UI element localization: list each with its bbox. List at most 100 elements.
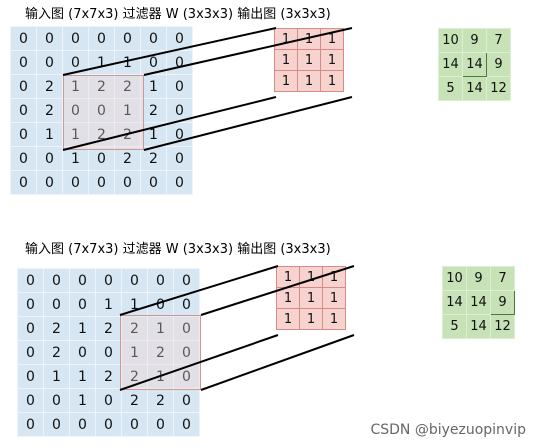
input-cell: 0 [121, 268, 148, 293]
input-cell: 0 [147, 412, 174, 437]
input-cell: 0 [10, 146, 37, 171]
watermark: CSDN @biyezuopinvip [370, 422, 526, 438]
input-cell: 0 [17, 388, 44, 413]
input-cell: 1 [121, 292, 148, 317]
output-cell: 14 [466, 314, 491, 339]
kernel-cell: 1 [274, 70, 298, 92]
kernel-cell: 1 [299, 266, 323, 288]
input-cell: 1 [69, 316, 96, 341]
input-cell: 0 [88, 26, 115, 51]
input-cell: 0 [10, 74, 37, 99]
kernel-cell: 1 [299, 308, 323, 330]
output-cell: 14 [462, 76, 487, 101]
input-cell: 0 [62, 26, 89, 51]
kernel-cell: 1 [276, 308, 300, 330]
output-cell: 7 [490, 266, 515, 291]
kernel-cell: 1 [320, 49, 344, 71]
kernel-cell: 1 [276, 287, 300, 309]
output-cell: 9 [486, 52, 511, 77]
output-cell: 12 [486, 76, 511, 101]
input-cell: 0 [69, 340, 96, 365]
kernel-cell: 1 [322, 308, 346, 330]
panel-1-header: 输入图 (7x7x3) 过滤器 W (3x3x3) 输出图 (3x3x3) [25, 7, 331, 22]
kernel-cell: 1 [276, 266, 300, 288]
input-cell: 0 [62, 50, 89, 75]
input-cell: 0 [17, 364, 44, 389]
input-cell: 0 [17, 292, 44, 317]
input-cell: 0 [10, 98, 37, 123]
input-cell: 2 [95, 316, 122, 341]
input-cell: 2 [95, 364, 122, 389]
input-cell: 2 [140, 98, 167, 123]
output-cell: 12 [490, 314, 515, 339]
input-cell: 0 [69, 292, 96, 317]
output-cell: 10 [438, 28, 463, 53]
panel-2-header: 输入图 (7x7x3) 过滤器 W (3x3x3) 输出图 (3x3x3) [25, 242, 331, 257]
input-cell: 1 [95, 292, 122, 317]
input-cell: 0 [140, 170, 167, 195]
kernel-cell: 1 [299, 287, 323, 309]
input-cell: 1 [62, 146, 89, 171]
input-cell: 0 [121, 412, 148, 437]
input-cell: 0 [166, 26, 193, 51]
input-cell: 0 [140, 26, 167, 51]
kernel-cell: 1 [320, 70, 344, 92]
input-cell: 0 [95, 412, 122, 437]
input-cell: 0 [166, 122, 193, 147]
input-cell: 0 [43, 388, 70, 413]
input-cell: 0 [95, 268, 122, 293]
input-cell: 1 [36, 122, 63, 147]
connector-line [200, 334, 355, 391]
input-cell: 1 [69, 388, 96, 413]
input-cell: 0 [10, 26, 37, 51]
input-cell: 0 [43, 292, 70, 317]
input-cell: 2 [43, 316, 70, 341]
input-cell: 0 [69, 268, 96, 293]
input-cell: 0 [173, 292, 200, 317]
input-cell: 2 [140, 146, 167, 171]
input-cell: 0 [88, 170, 115, 195]
input-cell: 2 [43, 340, 70, 365]
output-cell: 9 [466, 266, 491, 291]
output-cell: 9 [462, 28, 487, 53]
input-cell: 0 [114, 26, 141, 51]
input-cell: 0 [147, 292, 174, 317]
panel-1-filter-window [63, 75, 144, 150]
output-cell: 14 [466, 290, 491, 315]
input-cell: 0 [166, 98, 193, 123]
input-cell: 1 [88, 50, 115, 75]
input-cell: 0 [95, 388, 122, 413]
input-cell: 0 [36, 50, 63, 75]
input-cell: 2 [121, 388, 148, 413]
input-cell: 2 [147, 388, 174, 413]
input-cell: 0 [10, 170, 37, 195]
input-cell: 1 [114, 50, 141, 75]
input-cell: 1 [69, 364, 96, 389]
kernel-cell: 1 [322, 287, 346, 309]
input-cell: 0 [166, 146, 193, 171]
input-cell: 0 [88, 146, 115, 171]
input-cell: 2 [36, 74, 63, 99]
input-cell: 0 [43, 412, 70, 437]
input-cell: 0 [173, 388, 200, 413]
input-cell: 0 [62, 170, 89, 195]
output-cell: 14 [438, 52, 463, 77]
input-cell: 0 [95, 340, 122, 365]
